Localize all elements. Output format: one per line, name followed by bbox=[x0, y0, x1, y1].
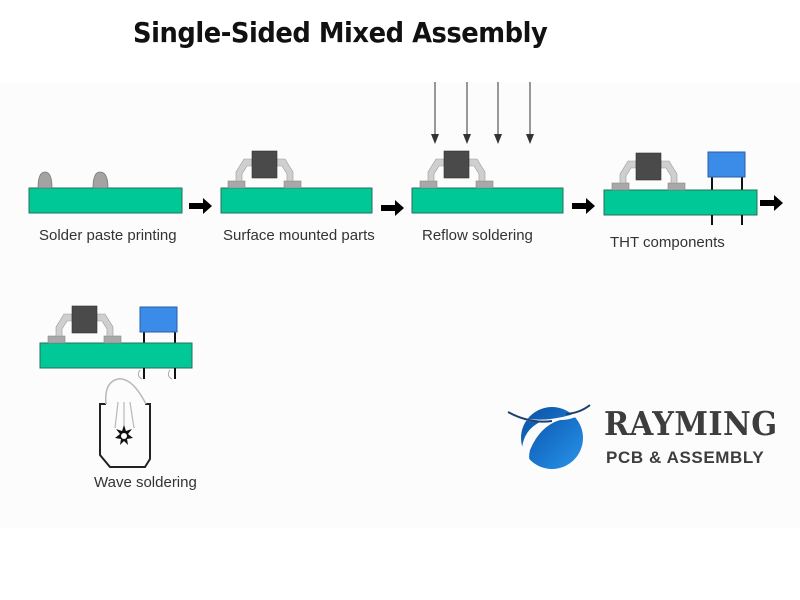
step-wave-soldering bbox=[39, 305, 193, 468]
heat-rays bbox=[434, 82, 531, 140]
page-title: Single-Sided Mixed Assembly bbox=[133, 16, 548, 49]
smd-chip bbox=[635, 152, 662, 181]
component-lead bbox=[660, 160, 678, 184]
arrow-icon bbox=[381, 200, 404, 216]
solder-pad bbox=[419, 180, 438, 189]
step-solder-paste-printing bbox=[28, 171, 183, 214]
solder-pad bbox=[47, 335, 66, 344]
tht-component bbox=[139, 306, 178, 333]
step-label-solder-paste-printing: Solder paste printing bbox=[39, 227, 177, 244]
solder-pad bbox=[283, 180, 302, 189]
heat-burst-icon bbox=[115, 425, 133, 445]
component-lead bbox=[55, 313, 73, 337]
solder-pad bbox=[227, 180, 246, 189]
pcb-board bbox=[411, 187, 564, 214]
logo-tagline: PCB & ASSEMBLY bbox=[606, 448, 765, 467]
component-lead bbox=[427, 158, 445, 182]
rayming-logo-icon bbox=[507, 404, 591, 476]
smd-chip bbox=[71, 305, 98, 334]
component-lead bbox=[619, 160, 637, 184]
component-lead bbox=[276, 158, 294, 182]
solder-pad bbox=[667, 182, 686, 191]
arrow-icon bbox=[572, 198, 595, 214]
step-surface-mounted-parts bbox=[220, 150, 373, 214]
smd-chip bbox=[251, 150, 278, 179]
pcb-board bbox=[220, 187, 373, 214]
solder-pad bbox=[103, 335, 122, 344]
step-label-reflow-soldering: Reflow soldering bbox=[422, 227, 533, 244]
step-reflow-soldering bbox=[411, 82, 564, 214]
solder-pad bbox=[611, 182, 630, 191]
step-label-wave-soldering: Wave soldering bbox=[94, 474, 197, 491]
step-tht-components bbox=[603, 151, 758, 225]
component-lead bbox=[235, 158, 253, 182]
logo-brand-name: RAYMING bbox=[604, 404, 778, 443]
solder-paste-deposit bbox=[37, 171, 53, 189]
component-lead bbox=[96, 313, 114, 337]
diagram-panel bbox=[0, 82, 800, 528]
component-lead bbox=[468, 158, 486, 182]
pcb-board bbox=[39, 342, 193, 369]
solder-pad bbox=[475, 180, 494, 189]
arrow-icon bbox=[760, 195, 783, 211]
arrow-icon bbox=[189, 198, 212, 214]
pcb-board bbox=[28, 187, 183, 214]
smd-chip bbox=[443, 150, 470, 179]
pcb-board bbox=[603, 189, 758, 216]
tht-component bbox=[707, 151, 746, 178]
solder-paste-deposit bbox=[92, 171, 109, 189]
wave-solder-pot-icon bbox=[99, 378, 151, 468]
step-label-tht-components: THT components bbox=[610, 234, 725, 251]
step-label-surface-mounted-parts: Surface mounted parts bbox=[223, 227, 375, 244]
